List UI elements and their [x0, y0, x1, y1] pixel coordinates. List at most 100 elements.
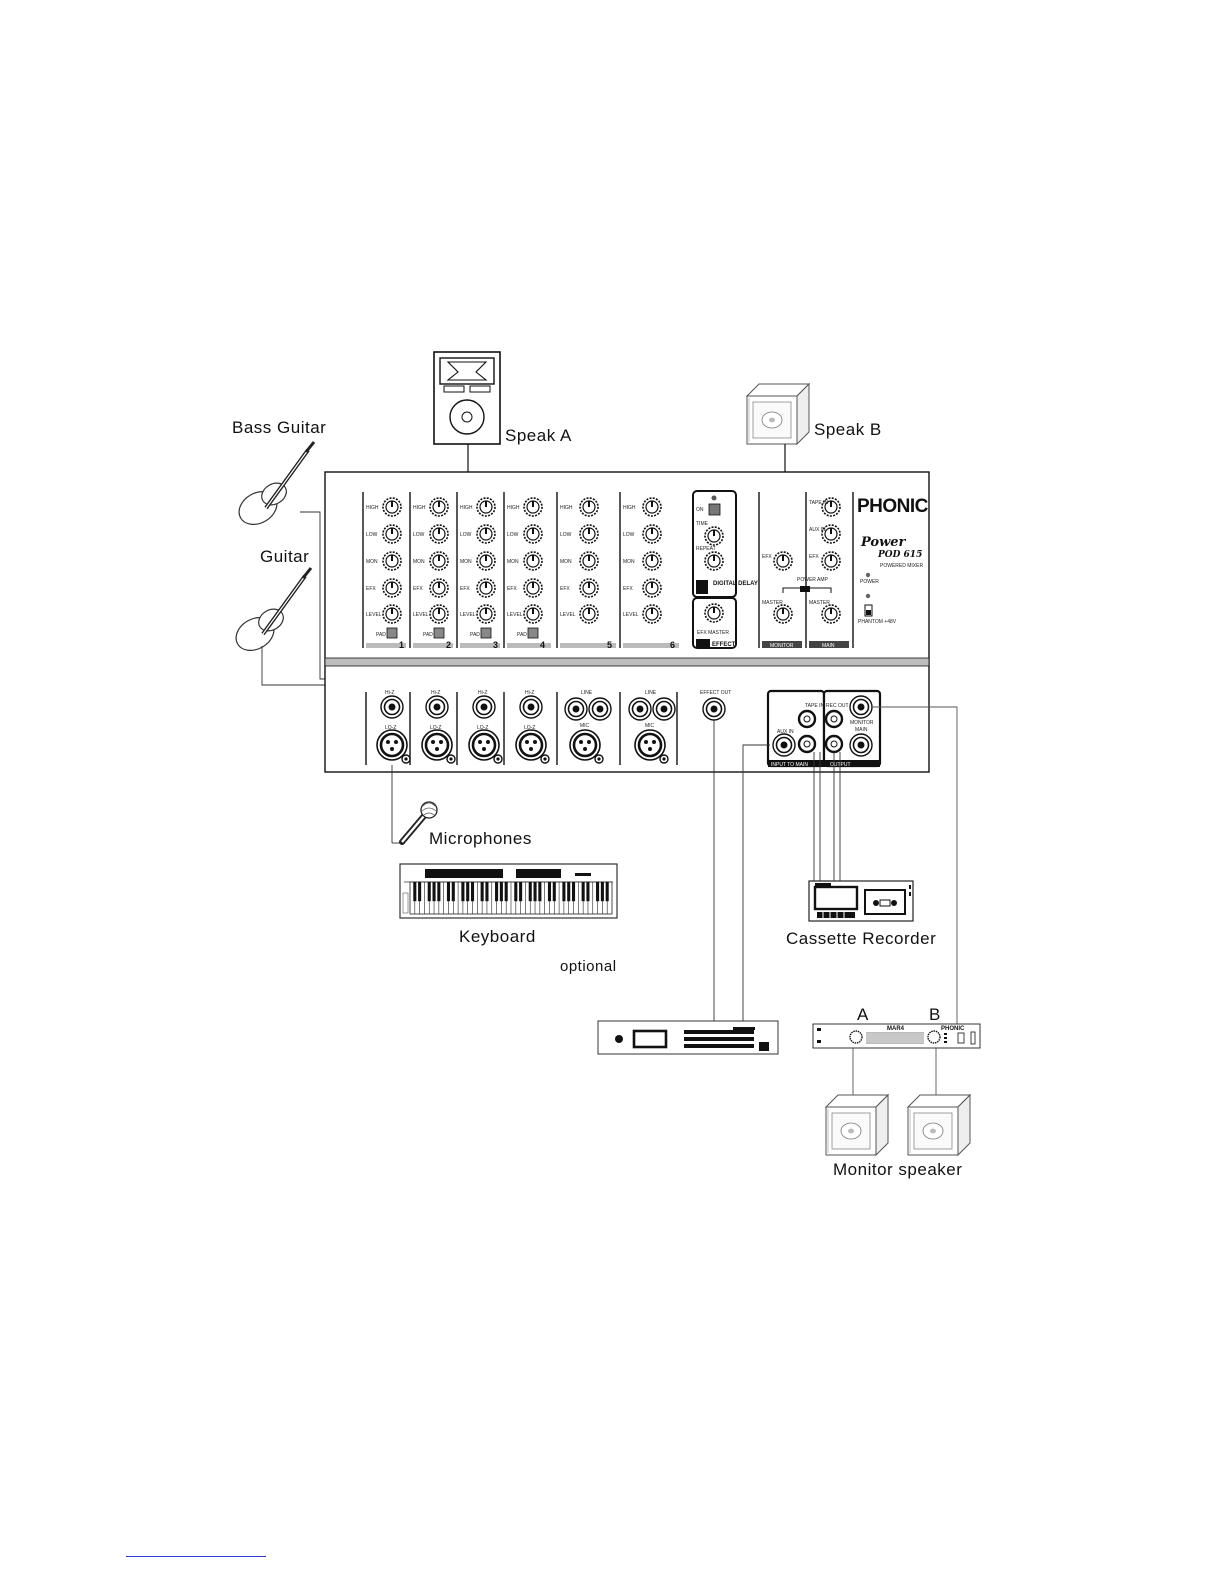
- svg-text:EFX: EFX: [560, 586, 570, 592]
- svg-text:Hi-Z: Hi-Z: [431, 690, 440, 696]
- cassette-recorder-icon: [809, 881, 913, 921]
- svg-text:MAIN: MAIN: [822, 643, 835, 649]
- svg-text:MONITOR: MONITOR: [770, 643, 794, 649]
- pad-button-2[interactable]: [434, 628, 444, 638]
- svg-text:EFX: EFX: [366, 586, 376, 592]
- svg-text:REPEAT: REPEAT: [696, 546, 716, 552]
- svg-text:TAPE IN: TAPE IN: [805, 703, 824, 709]
- channel-number-3: 3: [493, 640, 498, 650]
- svg-text:PAD: PAD: [517, 632, 527, 638]
- svg-text:LEVEL: LEVEL: [560, 612, 576, 618]
- svg-text:MON: MON: [560, 559, 572, 565]
- svg-text:HIGH: HIGH: [560, 505, 573, 511]
- line-jack-5b[interactable]: [589, 698, 611, 720]
- speak-b-label: Speak B: [814, 420, 882, 440]
- svg-text:LINE: LINE: [581, 690, 593, 696]
- guitar-label: Guitar: [260, 547, 309, 567]
- svg-text:EFX MASTER: EFX MASTER: [697, 630, 729, 636]
- hi-z-jack-1[interactable]: [381, 696, 403, 718]
- footnote-rule: [126, 1556, 266, 1557]
- svg-text:EFX: EFX: [762, 554, 772, 560]
- microphones-label: Microphones: [429, 829, 532, 849]
- brand-logo: PHONIC: [857, 496, 929, 517]
- line-jack-6b[interactable]: [653, 698, 675, 720]
- svg-text:EFX: EFX: [460, 586, 470, 592]
- keyboard-label: Keyboard: [459, 927, 536, 947]
- svg-text:MASTER: MASTER: [762, 600, 783, 606]
- svg-text:MAIN: MAIN: [855, 727, 868, 733]
- svg-text:EFX: EFX: [623, 586, 633, 592]
- amp-channel-a-label: A: [857, 1005, 869, 1025]
- pad-button-4[interactable]: [528, 628, 538, 638]
- cassette-recorder-label: Cassette Recorder: [786, 929, 936, 949]
- mixer: HIGH LOW MON EFX LEVEL HIGH LOW MON EFX …: [325, 472, 929, 772]
- power-amp-switch[interactable]: [800, 586, 810, 592]
- svg-text:POWER: POWER: [860, 579, 879, 585]
- svg-text:Hi-Z: Hi-Z: [525, 690, 534, 696]
- power-amplifier-icon: · MAR4 PHONIC: [813, 1024, 980, 1048]
- amp-model: MAR4: [887, 1026, 905, 1032]
- channel-number-6: 6: [670, 640, 675, 650]
- guitar-icon: [230, 568, 311, 657]
- svg-text:LEVEL: LEVEL: [460, 612, 476, 618]
- svg-text:MIC: MIC: [645, 723, 655, 729]
- model-name-line2: POD 615: [877, 550, 922, 560]
- svg-text:Hi-Z: Hi-Z: [385, 690, 394, 696]
- optional-effects-unit-icon: [598, 1021, 778, 1054]
- main-out-jack[interactable]: [850, 734, 872, 756]
- delay-on-button[interactable]: [709, 504, 720, 515]
- bass-guitar-label: Bass Guitar: [232, 418, 326, 438]
- svg-text:LO-Z: LO-Z: [477, 725, 488, 731]
- svg-text:PAD: PAD: [376, 632, 386, 638]
- svg-text:LEVEL: LEVEL: [507, 612, 523, 618]
- keyboard-icon: [400, 864, 617, 918]
- svg-text:DIGITAL DELAY: DIGITAL DELAY: [713, 581, 758, 587]
- speaker-a: [434, 352, 500, 472]
- speaker-b: [747, 384, 809, 472]
- svg-text:MON: MON: [460, 559, 472, 565]
- svg-text:LOW: LOW: [413, 532, 425, 538]
- svg-text:MON: MON: [413, 559, 425, 565]
- svg-text:LEVEL: LEVEL: [366, 612, 382, 618]
- svg-text:EFX: EFX: [507, 586, 517, 592]
- svg-text:MONITOR: MONITOR: [850, 720, 874, 726]
- hi-z-jack-4[interactable]: [520, 696, 542, 718]
- line-jack-6a[interactable]: [629, 698, 651, 720]
- svg-text:EFFECT: EFFECT: [712, 642, 736, 648]
- hi-z-jack-3[interactable]: [473, 696, 495, 718]
- svg-text:LO-Z: LO-Z: [430, 725, 441, 731]
- pad-button-1[interactable]: [387, 628, 397, 638]
- svg-text:HIGH: HIGH: [623, 505, 636, 511]
- svg-text:PAD: PAD: [470, 632, 480, 638]
- monitor-out-jack[interactable]: [850, 696, 872, 718]
- aux-in-jack[interactable]: [773, 734, 795, 756]
- optional-label: optional: [560, 958, 617, 975]
- svg-text:AUX IN: AUX IN: [809, 527, 826, 533]
- svg-text:ON: ON: [696, 507, 704, 513]
- monitor-speaker-left: [826, 1095, 888, 1155]
- svg-text:LO-Z: LO-Z: [385, 725, 396, 731]
- monitor-speaker-right: [908, 1095, 970, 1155]
- channel-number-5: 5: [607, 640, 612, 650]
- channel-number-2: 2: [446, 640, 451, 650]
- amp-channel-b-label: B: [929, 1005, 941, 1025]
- effect-out-jack[interactable]: [703, 698, 725, 720]
- model-name-line1: Power: [860, 535, 907, 550]
- pad-button-3[interactable]: [481, 628, 491, 638]
- svg-text:LINE: LINE: [645, 690, 657, 696]
- svg-text:POWER AMP: POWER AMP: [797, 577, 829, 583]
- svg-text:EFX: EFX: [809, 554, 819, 560]
- svg-text:MON: MON: [507, 559, 519, 565]
- bass-guitar-icon: [233, 442, 314, 531]
- svg-text:HIGH: HIGH: [507, 505, 520, 511]
- svg-text:MON: MON: [623, 559, 635, 565]
- line-jack-5a[interactable]: [565, 698, 587, 720]
- hi-z-jack-2[interactable]: [426, 696, 448, 718]
- svg-text:LOW: LOW: [560, 532, 572, 538]
- svg-text:LOW: LOW: [366, 532, 378, 538]
- svg-text:MIC: MIC: [580, 723, 590, 729]
- svg-text:HIGH: HIGH: [413, 505, 426, 511]
- svg-text:TAPE IN: TAPE IN: [809, 500, 828, 506]
- svg-text:LEVEL: LEVEL: [623, 612, 639, 618]
